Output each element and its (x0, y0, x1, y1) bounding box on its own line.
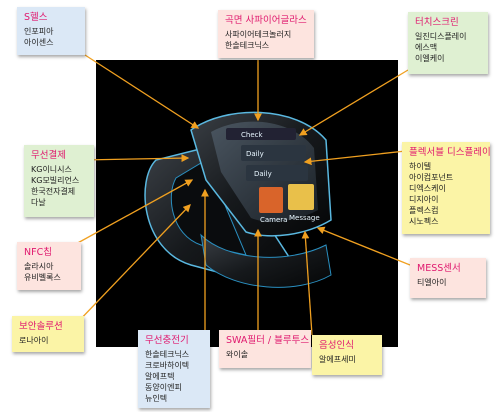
note-voice-recognition: 음성인식 알에프세미 (312, 335, 382, 375)
note-item: 일진디스플레이 (415, 32, 467, 41)
leader-nfc (64, 179, 194, 251)
note-item: 사파이어테크놀러지 (225, 30, 292, 39)
note-item: 동양이엔피 (145, 383, 182, 392)
leader-s-health (84, 54, 200, 129)
note-item: 한솔테크닉스 (225, 41, 270, 50)
note-item: KG이니시스 (31, 165, 72, 174)
note-title: NFC칩 (24, 247, 52, 258)
note-item: 유비벨록스 (24, 273, 61, 282)
note-title: S헬스 (24, 12, 48, 23)
leader-mess (316, 226, 411, 266)
note-item: KG모빌리언스 (31, 176, 80, 185)
note-item: 알에프텍 (145, 372, 175, 381)
note-item: 이엘케이 (415, 54, 445, 63)
note-mess-sensor: MESS센서 티엘아이 (410, 258, 486, 298)
note-title: 곡면 사파이어글라스 (225, 15, 307, 26)
note-title: 음성인식 (319, 340, 354, 351)
note-item: 한솔테크닉스 (145, 350, 190, 359)
screen-label-daily-1: Daily (246, 150, 264, 158)
leader-voice (301, 230, 313, 336)
note-item: 인포피아 (24, 27, 54, 36)
note-flexible-display: 플렉서블 디스플레이 하이텔 아이컴포넌트 디엑스케이 디지아이 플렉스컴 시노… (402, 142, 491, 234)
smartwatch-illustration: Check Daily Daily Camera Message (144, 111, 332, 288)
note-touchscreen: 터치스크린 일진디스플레이 에스맥 이엘케이 (408, 12, 488, 74)
note-wireless-charger: 무선충전기 한솔테크닉스 크로바하이텍 알에프텍 동양이엔피 뉴인텍 (138, 330, 210, 408)
note-item: 디지아이 (409, 195, 439, 204)
note-title: 플렉서블 디스플레이 (409, 147, 491, 158)
screen-label-daily-2: Daily (254, 170, 272, 178)
note-item: 크로바하이텍 (145, 361, 190, 370)
note-item: 뉴인텍 (145, 394, 168, 403)
note-item: 로나아이 (19, 336, 49, 345)
leader-wireless-pay (81, 154, 190, 163)
note-item: 아이센스 (24, 38, 54, 47)
leader-flexible (303, 149, 416, 166)
note-item: 티엘아이 (417, 278, 447, 287)
note-item: 아이컴포넌트 (409, 173, 454, 182)
note-item: 알에프세미 (319, 355, 356, 364)
note-item: 솔라시아 (24, 262, 54, 271)
note-s-health: S헬스 인포피아 아이센스 (17, 7, 85, 55)
note-item: 디엑스케이 (409, 184, 446, 193)
note-wireless-pay: 무선결제 KG이니시스 KG모빌리언스 한국전자결제 다날 (24, 145, 94, 217)
note-curved-sapphire: 곡면 사파이어글라스 사파이어테크놀러지 한솔테크닉스 (218, 10, 314, 58)
note-item: 하이텔 (409, 162, 432, 171)
camera-tile (259, 187, 283, 213)
note-title: SWA필터 / 블루투스 (226, 335, 310, 346)
screen-label-camera: Camera (260, 216, 287, 224)
screen-label-check: Check (241, 131, 263, 139)
leader-touchscreen (298, 69, 409, 136)
screen-label-message: Message (289, 214, 320, 222)
note-title: 보안솔루션 (19, 321, 63, 332)
note-title: 무선결제 (31, 150, 66, 161)
note-nfc-chip: NFC칩 솔라시아 유비벨록스 (17, 242, 81, 290)
note-item: 시노펙스 (409, 217, 439, 226)
note-security: 보안솔루션 로나아이 (12, 316, 84, 352)
note-item: 와이솔 (226, 350, 249, 359)
note-item: 플렉스컴 (409, 206, 439, 215)
message-tile (288, 184, 314, 210)
note-title: 무선충전기 (145, 335, 189, 346)
note-title: 터치스크린 (415, 17, 459, 28)
note-item: 한국전자결제 (31, 187, 76, 196)
note-item: 에스맥 (415, 43, 438, 52)
leader-security (74, 204, 191, 326)
check-tile (226, 128, 296, 140)
smartwatch-photo: Check Daily Daily Camera Message (96, 60, 398, 347)
note-swa-filter: SWA필터 / 블루투스 와이솔 (219, 330, 311, 368)
note-item: 다날 (31, 198, 46, 207)
note-title: MESS센서 (417, 263, 461, 274)
